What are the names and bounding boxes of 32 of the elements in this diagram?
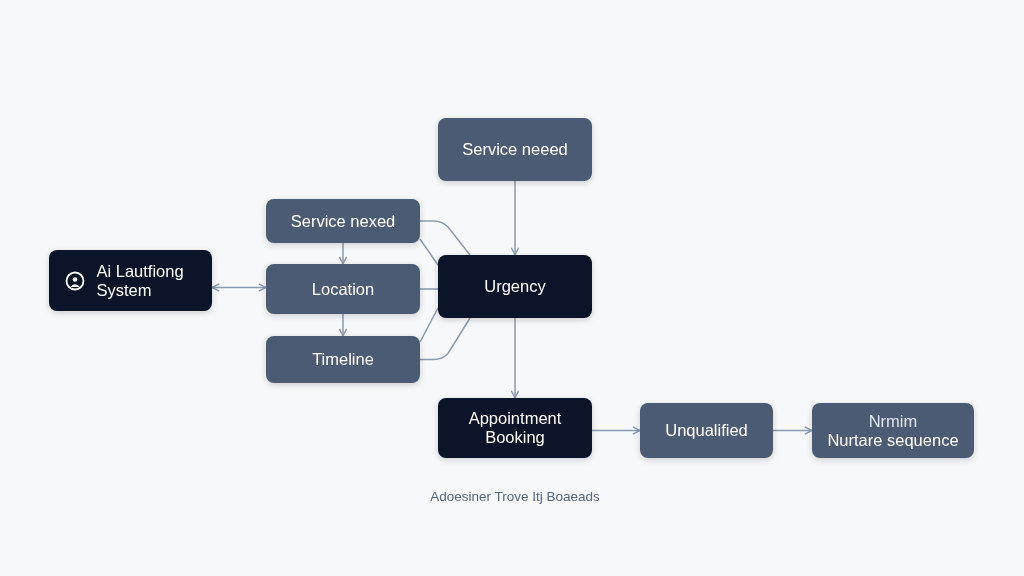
arrow: [211, 283, 267, 292]
arrow: [338, 313, 348, 337]
caption-text: Adoesiner Trove Itj Boaeads: [430, 487, 600, 506]
connector-line: [419, 220, 471, 256]
arrow: [510, 180, 520, 256]
process-box: [438, 118, 592, 181]
node-text: Timeline: [312, 350, 374, 369]
arrow: [591, 426, 641, 435]
node-text: Nurtare sequence: [827, 430, 959, 450]
process-box: [266, 199, 420, 243]
process-box: [266, 336, 420, 383]
connector-line: [419, 238, 439, 266]
connector-line: [419, 307, 439, 343]
connector-line: [419, 288, 439, 290]
process-box: [812, 403, 974, 458]
process-box: [438, 255, 592, 318]
process-box: [640, 403, 773, 458]
node-text: Service nexed: [290, 211, 396, 231]
node-text: Urgency: [484, 277, 546, 296]
arrow: [510, 317, 520, 399]
arrow: [772, 426, 813, 435]
node-text: Appointment Booking: [467, 409, 563, 447]
process-box: [438, 398, 592, 458]
connector-line: [419, 317, 471, 361]
node-text: Service neeed: [462, 140, 568, 159]
node-text: Nrmim: [868, 411, 918, 431]
process-box: [266, 264, 420, 314]
process-box: [49, 250, 212, 311]
arrow: [338, 242, 348, 265]
node-text: Ai Lautfiong System: [96, 261, 185, 300]
node-text: Unqualified: [665, 421, 748, 440]
node-text: Location: [311, 279, 375, 299]
